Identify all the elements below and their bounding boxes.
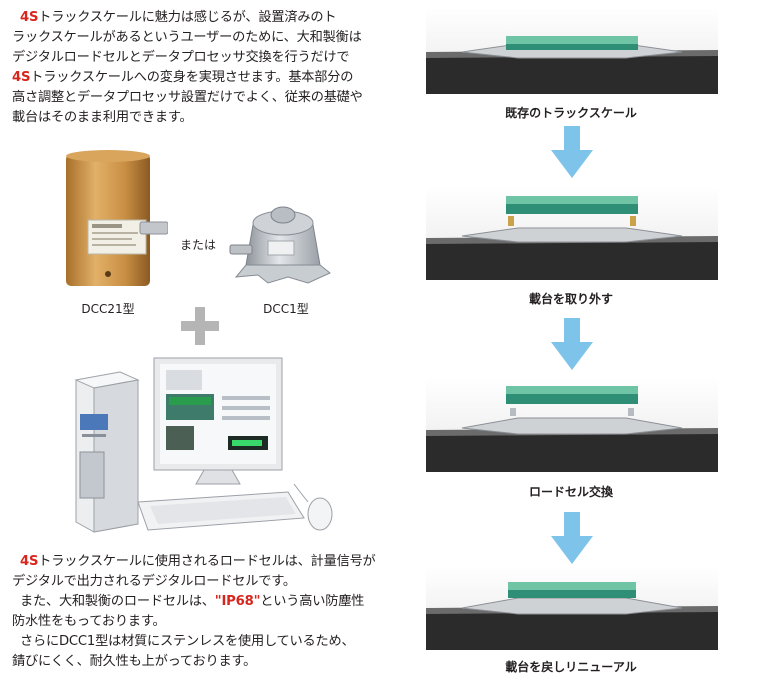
- down-arrow-icon: [551, 318, 593, 370]
- step-loadcell-replacement-image: [426, 378, 718, 472]
- intro-line-6: 載台はそのまま利用できます。: [12, 110, 193, 125]
- desc-line-2: デジタルで出力されるデジタルロードセルです。: [12, 574, 296, 589]
- dcc1-label: DCC1型: [263, 302, 309, 316]
- dcc21-load-cell-image: [66, 150, 168, 286]
- loadcell-description: 4Sトラックスケールに使用されるロードセルは、計量信号が デジタルで出力されるデ…: [12, 552, 396, 672]
- dcc21-label: DCC21型: [81, 302, 135, 316]
- down-arrow-icon: [551, 512, 593, 564]
- intro-line-5: 高さ調整とデータプロセッサ設置だけでよく、従来の基礎や: [12, 90, 363, 105]
- desc-line-5: さらにDCC1型は材質にステンレスを使用しているため、: [19, 634, 355, 649]
- step-remove-platform-image: [426, 186, 718, 280]
- step-2-caption: 載台を取り外す: [528, 292, 613, 306]
- dcc1-load-cell-image: [229, 206, 331, 284]
- plus-icon: [181, 307, 219, 345]
- step-4-caption: 載台を戻しリニューアル: [505, 660, 637, 674]
- brand-4s: 4S: [19, 554, 39, 569]
- brand-4s: 4S: [19, 10, 39, 25]
- intro-paragraph: 4Sトラックスケールに魅力は感じるが、設置済みのト ラックスケールがあるというユ…: [12, 8, 392, 128]
- desc-line-4: 防水性をもっております。: [12, 614, 166, 629]
- ip68-rating: "IP68": [214, 594, 261, 609]
- intro-line-2: ラックスケールがあるというユーザーのために、大和製衡は: [12, 30, 362, 45]
- intro-line-3: デジタルロードセルとデータプロセッサ交換を行うだけで: [12, 50, 350, 65]
- desc-line-1: 4Sトラックスケールに使用されるロードセルは、計量信号が: [19, 554, 376, 569]
- down-arrow-icon: [551, 126, 593, 178]
- or-label: または: [179, 238, 216, 252]
- intro-line-4: 4Sトラックスケールへの変身を実現させます。基本部分の: [12, 70, 354, 85]
- step-renewed-scale-image: [426, 566, 718, 650]
- desc-line-3: また、大和製衡のロードセルは、"IP68"という高い防塵性: [19, 594, 365, 609]
- desc-line-6: 錆びにくく、耐久性も上がっております。: [12, 654, 257, 669]
- step-1-caption: 既存のトラックスケール: [505, 106, 637, 120]
- step-3-caption: ロードセル交換: [528, 485, 613, 499]
- intro-line-1: 4Sトラックスケールに魅力は感じるが、設置済みのト: [19, 10, 337, 25]
- step-existing-scale-image: [426, 8, 718, 94]
- data-processor-computer-image: [74, 357, 333, 533]
- brand-4s: 4S: [12, 70, 31, 85]
